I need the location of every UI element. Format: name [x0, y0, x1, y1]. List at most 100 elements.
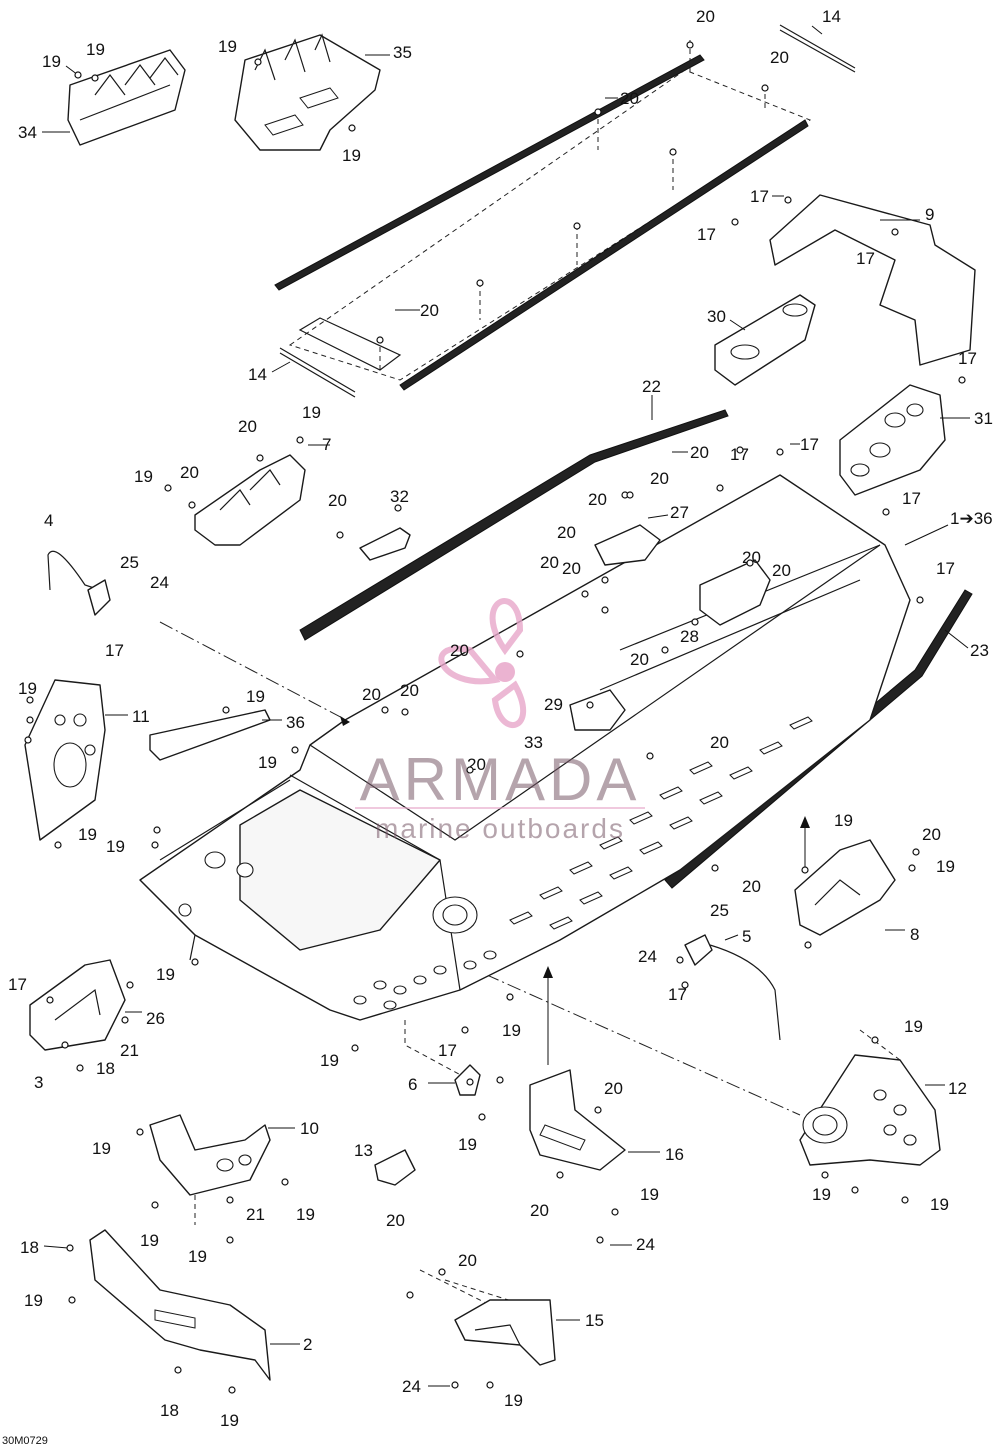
tunnel-slots [353, 716, 813, 1010]
screw-icon [121, 1016, 129, 1024]
callout-label: 16 [665, 1145, 684, 1164]
callout-label: 36 [286, 713, 305, 732]
callout-label: 24 [402, 1377, 421, 1396]
callout-label: 19 [92, 1139, 111, 1158]
screw-icon [711, 864, 719, 872]
screw-icon [61, 1041, 69, 1049]
screw-icon [691, 618, 699, 626]
part-12-plate [799, 1054, 941, 1166]
screw-icon [871, 1036, 879, 1044]
callout-label: 20 [588, 490, 607, 509]
callout-label: 20 [690, 443, 709, 462]
callout-label: 17 [902, 489, 921, 508]
screw-icon [136, 1128, 144, 1136]
screw-icon [891, 228, 899, 236]
callout-label: 20 [557, 523, 576, 542]
screw-icon [901, 1196, 909, 1204]
callout-label: 19 [86, 40, 105, 59]
screw-icon [376, 336, 384, 344]
callout-label: 19 [218, 37, 237, 56]
callout-label: 19 [640, 1185, 659, 1204]
callout-label: 27 [670, 503, 689, 522]
callout-label: 20 [328, 491, 347, 510]
screw-icon [746, 559, 754, 567]
screw-icon [646, 752, 654, 760]
callout-label: 19 [302, 403, 321, 422]
callout-label: 17 [697, 225, 716, 244]
part-34-bracket [67, 49, 186, 146]
screw-icon [676, 956, 684, 964]
callout-label: 24 [636, 1235, 655, 1254]
callout-label: 19 [342, 146, 361, 165]
callout-label: 19 [140, 1231, 159, 1250]
screw-icon [26, 696, 34, 704]
screw-icon [581, 590, 589, 598]
callout-label: 25 [710, 901, 729, 920]
callout-label: 17 [800, 435, 819, 454]
callouts: 19 19 34 19 35 19 20 14 20 20 17 9 17 17… [8, 7, 993, 1430]
parts-drawing [24, 24, 976, 1381]
callout-label: 2 [303, 1335, 312, 1354]
screw-icon [228, 1386, 236, 1394]
screw-icon [151, 1201, 159, 1209]
part-28-bracket [699, 559, 771, 626]
callout-label: 19 [78, 825, 97, 844]
screw-icon [126, 981, 134, 989]
callout-label: 6 [408, 1075, 417, 1094]
screw-icon [912, 848, 920, 856]
screw-icon [916, 596, 924, 604]
screw-icon [611, 1208, 619, 1216]
callout-label: 19 [504, 1391, 523, 1410]
callout-label: 34 [18, 123, 37, 142]
callout-label: 19 [156, 965, 175, 984]
screw-icon [626, 491, 634, 499]
callout-label: 19 [834, 811, 853, 830]
callout-label: 32 [390, 487, 409, 506]
propeller-logo-icon [438, 598, 527, 729]
part-4-handle [47, 550, 111, 616]
screw-icon [291, 746, 299, 754]
part-29-33-bracket [569, 689, 626, 731]
screw-icon [74, 71, 82, 79]
callout-label: 19 [18, 679, 37, 698]
screw-icon [348, 124, 356, 132]
callout-label: 20 [400, 681, 419, 700]
callout-label: 9 [925, 205, 934, 224]
screw-icon [226, 1196, 234, 1204]
screw-icon [821, 1171, 829, 1179]
screw-icon [716, 484, 724, 492]
screw-icon [46, 996, 54, 1004]
callout-label: 19 [220, 1411, 239, 1430]
screw-icon [601, 606, 609, 614]
screw-icon [151, 841, 159, 849]
callout-label: 20 [650, 469, 669, 488]
screw-icon [76, 1064, 84, 1072]
screw-icon [336, 531, 344, 539]
part-5-handle [684, 934, 781, 1041]
screw-icon [91, 74, 99, 82]
screw-icon [686, 41, 694, 49]
callout-label: 19 [246, 687, 265, 706]
callout-label: 5 [742, 927, 751, 946]
screw-icon [394, 504, 402, 512]
callout-label: 12 [948, 1079, 967, 1098]
screw-icon [466, 766, 474, 774]
screw-icon [882, 508, 890, 516]
screw-icon [406, 1291, 414, 1299]
screw-icon [281, 1178, 289, 1186]
part-35-bracket [234, 33, 381, 151]
screw-icon [681, 981, 689, 989]
callout-label: 19 [936, 857, 955, 876]
callout-label: 19 [930, 1195, 949, 1214]
screw-icon [801, 866, 809, 874]
callout-label: 19 [904, 1017, 923, 1036]
screw-icon [174, 1366, 182, 1374]
screw-icon [731, 218, 739, 226]
screw-icon [851, 1186, 859, 1194]
screw-icon [256, 454, 264, 462]
callout-label: 20 [770, 48, 789, 67]
screw-icon [188, 501, 196, 509]
callout-label: 26 [146, 1009, 165, 1028]
part-27-bracket [594, 524, 661, 566]
